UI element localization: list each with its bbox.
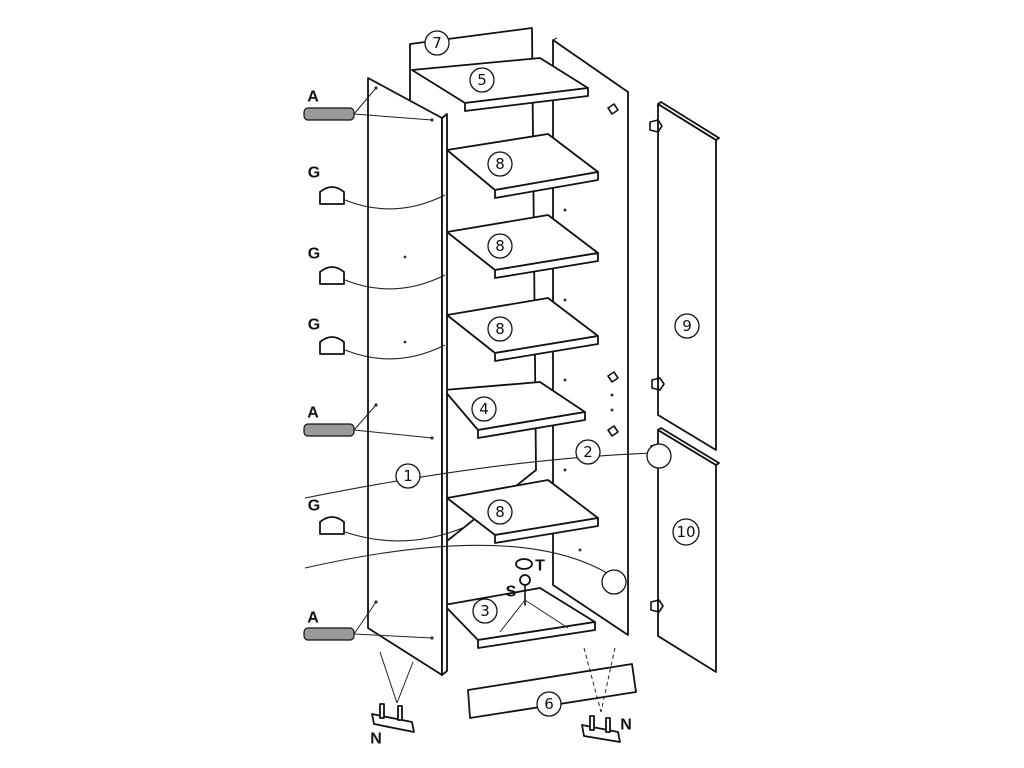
lower-door: [650, 427, 720, 673]
svg-text:1: 1: [403, 467, 413, 485]
label-a-top: A: [307, 89, 319, 106]
shelf-support-g-1: [319, 186, 446, 210]
svg-text:8: 8: [495, 503, 505, 521]
callout-7: 7: [424, 30, 450, 56]
screw-s: [499, 574, 569, 633]
svg-text:8: 8: [495, 320, 505, 338]
screw-a-middle: [303, 404, 433, 439]
label-n-left: N: [370, 731, 382, 748]
svg-text:3: 3: [480, 602, 490, 620]
callout-8-c: 8: [487, 316, 513, 342]
screw-a-bottom: [303, 601, 433, 641]
svg-text:2: 2: [583, 443, 593, 461]
label-a-bottom: A: [307, 610, 319, 627]
callout-10: 10: [672, 518, 700, 546]
cam-t: [515, 558, 533, 570]
shelf-support-g-2: [319, 266, 446, 290]
hinge-callout-upper: [646, 443, 672, 469]
shelf-support-g-4: [319, 516, 466, 542]
callout-8-b: 8: [487, 233, 513, 259]
callout-4: 4: [471, 396, 497, 422]
label-s: S: [506, 584, 517, 601]
shelf-top: [411, 57, 589, 112]
foot-left: [371, 703, 415, 733]
shelf-2: [446, 214, 599, 279]
foot-guide-lines: [379, 647, 616, 713]
shelf-5: [446, 479, 599, 544]
label-g-4: G: [308, 498, 320, 515]
shelf-3: [446, 297, 599, 362]
guide-curves: [304, 452, 656, 579]
callout-8-d: 8: [487, 499, 513, 525]
hinge-callout-lower: [601, 569, 627, 595]
svg-text:10: 10: [676, 523, 695, 541]
plinth-board: [467, 663, 637, 719]
label-g-2: G: [308, 246, 320, 263]
callout-8-a: 8: [487, 151, 513, 177]
svg-text:4: 4: [479, 400, 489, 418]
svg-text:6: 6: [544, 695, 554, 713]
shelf-1: [446, 133, 599, 199]
label-t: T: [535, 558, 545, 575]
svg-text:8: 8: [495, 237, 505, 255]
callout-2: 2: [575, 439, 601, 465]
svg-text:5: 5: [477, 71, 487, 89]
label-g-1: G: [308, 165, 320, 182]
callout-1: 1: [395, 463, 421, 489]
callout-5: 5: [469, 67, 495, 93]
shelf-support-g-3: [319, 336, 446, 360]
callout-6: 6: [536, 691, 562, 717]
label-n-right: N: [620, 717, 632, 734]
callout-9: 9: [674, 313, 700, 339]
label-g-3: G: [308, 317, 320, 334]
left-side-panel: [367, 77, 448, 676]
screw-a-top: [303, 87, 433, 121]
svg-text:8: 8: [495, 155, 505, 173]
foot-right: [581, 715, 621, 743]
svg-text:7: 7: [432, 34, 442, 52]
svg-text:9: 9: [682, 317, 692, 335]
upper-door: [649, 101, 720, 451]
label-a-middle: A: [307, 405, 319, 422]
callout-3: 3: [472, 598, 498, 624]
